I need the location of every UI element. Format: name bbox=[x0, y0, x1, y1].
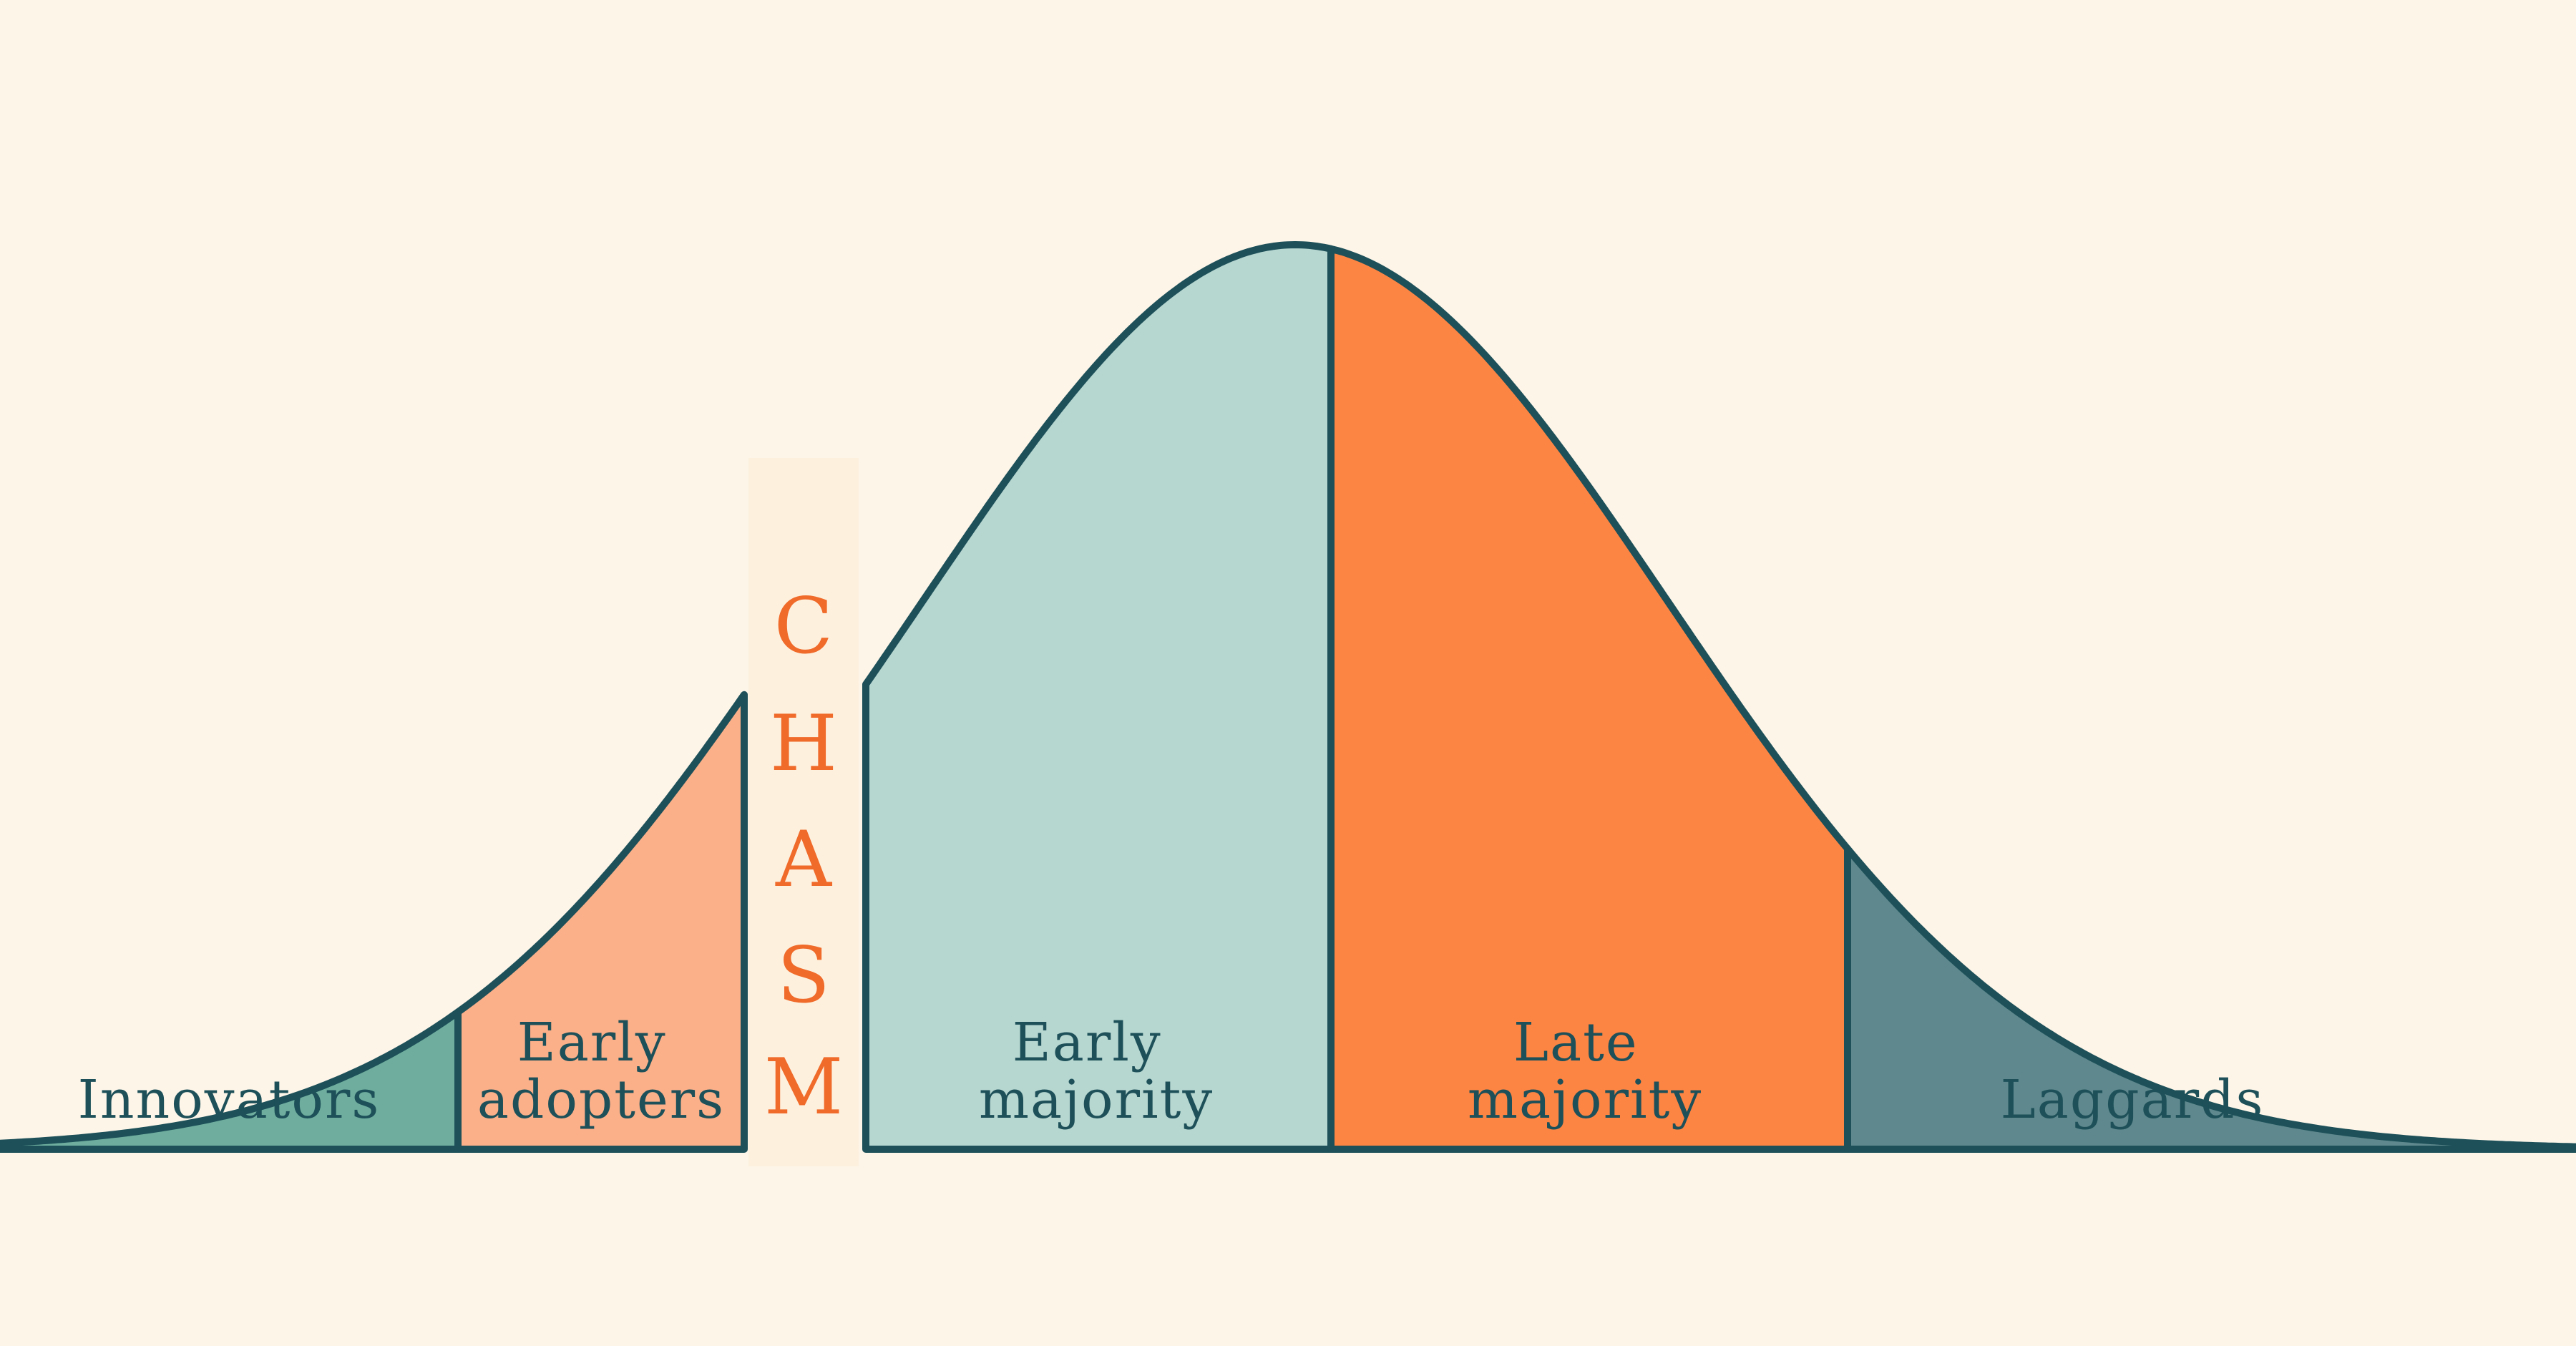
segment-laggards bbox=[1844, 845, 2576, 1153]
segment-innovators bbox=[0, 1008, 462, 1153]
chasm-letter-s: S bbox=[777, 931, 830, 1020]
chasm-band bbox=[748, 458, 859, 1166]
chasm-letter-m: M bbox=[764, 1043, 844, 1132]
chasm-letter-c: C bbox=[774, 582, 834, 671]
label-innovators: Innovators bbox=[78, 1069, 381, 1131]
segment-early-adopters bbox=[454, 691, 748, 1153]
label-early-adopters: Early adopters bbox=[477, 1012, 725, 1131]
label-laggards: Laggards bbox=[2001, 1069, 2265, 1131]
segment-late-majority bbox=[1327, 245, 1851, 1153]
chasm-letter-a: A bbox=[775, 815, 833, 904]
label-late-majority: Late majority bbox=[1468, 1012, 1702, 1131]
segment-early-majority bbox=[862, 241, 1335, 1153]
label-early-majority: Early majority bbox=[979, 1012, 1214, 1131]
chasm-letter-h: H bbox=[770, 699, 837, 789]
